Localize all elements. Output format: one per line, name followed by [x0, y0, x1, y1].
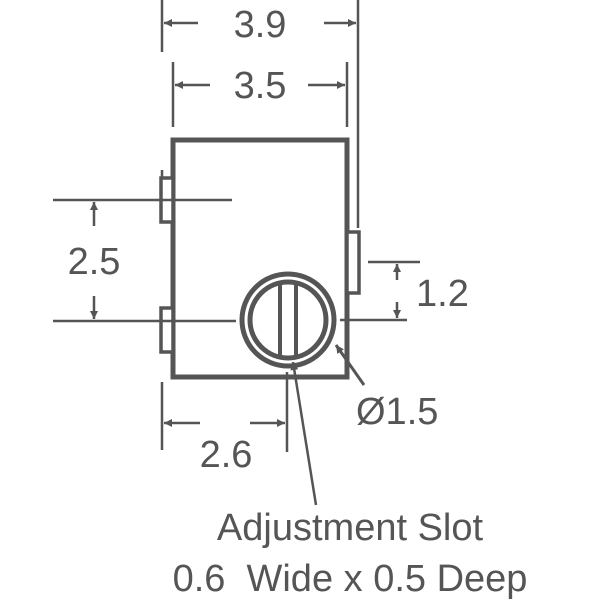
adjuster-horizontal-offset-label: 2.6	[200, 434, 253, 476]
adjuster-vertical-offset-label: 1.2	[416, 273, 469, 315]
right-pin	[345, 230, 361, 295]
slot-callout-line1: Adjustment Slot	[217, 507, 484, 549]
slot-callout-line2: 0.6 Wide x 0.5 Deep	[173, 558, 528, 600]
body-width-label: 3.5	[234, 65, 287, 107]
body-width-extension-lines	[171, 62, 349, 127]
diameter-leader	[334, 344, 366, 386]
adjuster-diameter-label: Ø1.5	[356, 391, 438, 433]
slot-callout-leader	[290, 361, 318, 506]
adjuster-vertical-offset-dimension	[368, 260, 420, 318]
pin-spacing-label: 2.5	[68, 241, 121, 283]
overall-width-label: 3.9	[234, 4, 287, 46]
adjuster-rotor	[239, 271, 337, 369]
pin-spacing-dimension	[53, 198, 236, 323]
adjuster-horizontal-offset-dimension	[160, 372, 289, 452]
left-pin-bottom	[159, 306, 175, 354]
